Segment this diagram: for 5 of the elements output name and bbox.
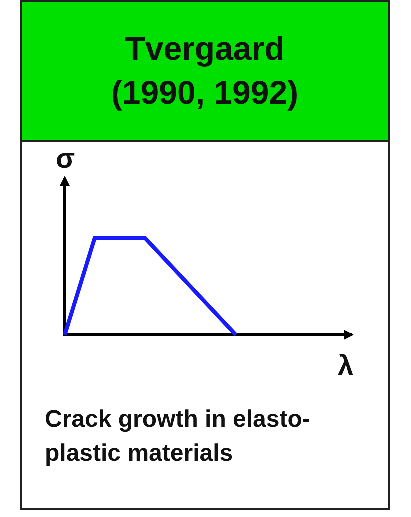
header-title: Tvergaard (1990, 1992) <box>110 29 300 113</box>
axis-label: λ <box>338 350 354 382</box>
caption-text: Crack growth in elasto-plastic materials <box>45 405 312 469</box>
header-band <box>22 2 388 142</box>
axis-label: σ <box>56 143 76 175</box>
